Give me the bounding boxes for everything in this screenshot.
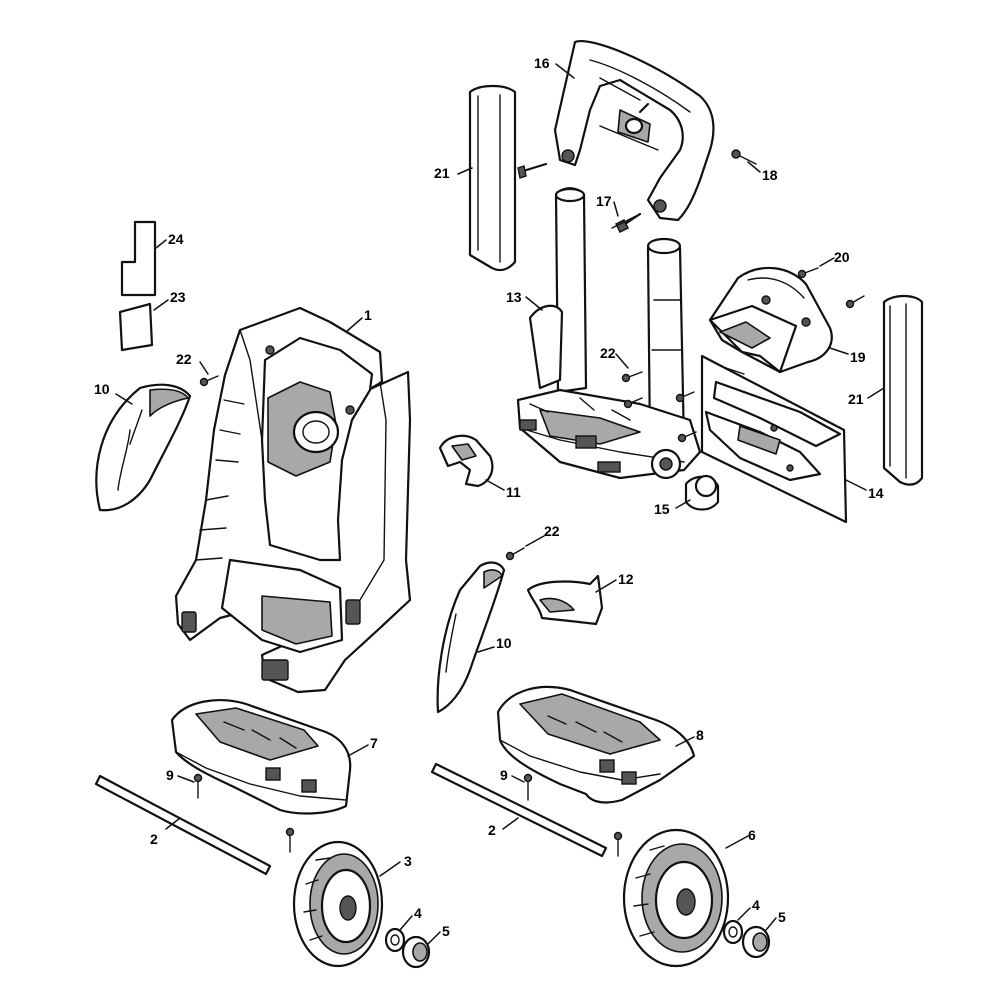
callout-7: 7 <box>370 735 378 751</box>
part-1-main-housing-frame <box>174 306 412 694</box>
callout-10-left: 10 <box>94 381 110 397</box>
callout-24: 24 <box>168 231 184 247</box>
callout-1: 1 <box>364 307 372 323</box>
screws-handle <box>517 102 650 233</box>
part-7-base-foot-left <box>170 699 352 815</box>
callout-12: 12 <box>618 571 634 587</box>
part-3-wheel-left <box>292 840 384 968</box>
part-20-screw <box>797 267 865 309</box>
part-18-screw <box>731 149 757 165</box>
callout-21-left: 21 <box>434 165 450 181</box>
part-16-push-handle <box>553 40 715 222</box>
callout-4-right: 4 <box>752 897 760 913</box>
part-2-axles <box>94 762 608 876</box>
callout-23: 23 <box>170 289 186 305</box>
part-4-washers <box>384 919 744 953</box>
callout-13: 13 <box>506 289 522 305</box>
part-9-screws <box>193 773 623 857</box>
part-12-hose-bracket <box>526 574 604 626</box>
part-10-side-cover-left <box>95 383 192 512</box>
callout-9-left: 9 <box>166 767 174 783</box>
callout-14: 14 <box>868 485 884 501</box>
part-21-handle-cover-right <box>882 294 924 486</box>
part-11-clip <box>438 434 494 488</box>
part-24-decal <box>120 220 157 297</box>
callout-8: 8 <box>696 727 704 743</box>
callout-15: 15 <box>654 501 670 517</box>
part-5-hub-caps <box>401 925 771 969</box>
part-6-wheel-right <box>622 828 730 968</box>
callout-10-right: 10 <box>496 635 512 651</box>
callout-2-right: 2 <box>488 822 496 838</box>
callout-18: 18 <box>762 167 778 183</box>
callout-4-left: 4 <box>414 905 422 921</box>
callout-labels: 1 2 2 3 4 4 5 5 6 7 8 9 9 10 10 11 12 13… <box>94 55 884 939</box>
part-8-base-foot-right <box>496 685 696 804</box>
part-23-label <box>118 302 154 352</box>
part-14-bracket-kit <box>700 354 848 524</box>
callout-19: 19 <box>850 349 866 365</box>
callout-11: 11 <box>506 484 521 500</box>
part-15-plug <box>684 474 720 511</box>
callout-22-middle: 22 <box>600 345 616 361</box>
callout-20: 20 <box>834 249 850 265</box>
callout-17: 17 <box>596 193 612 209</box>
callout-9-right: 9 <box>500 767 508 783</box>
leader-lines <box>115 63 885 945</box>
part-10-side-cover-right <box>436 561 506 714</box>
callout-5-right: 5 <box>778 909 786 925</box>
screws-tube-frame <box>621 371 697 443</box>
part-22-screws <box>199 375 525 561</box>
callout-5-left: 5 <box>442 923 450 939</box>
callout-2-left: 2 <box>150 831 158 847</box>
part-13-tube-frame-assembly <box>516 187 702 480</box>
callout-22-left: 22 <box>176 351 192 367</box>
part-21-handle-cover-left <box>468 84 517 272</box>
callout-22-lower: 22 <box>544 523 560 539</box>
callout-16: 16 <box>534 55 550 71</box>
callout-3: 3 <box>404 853 412 869</box>
callout-21-right: 21 <box>848 391 864 407</box>
callout-6: 6 <box>748 827 756 843</box>
part-19-hose-holder <box>708 266 833 374</box>
part-17-pin <box>611 215 637 229</box>
